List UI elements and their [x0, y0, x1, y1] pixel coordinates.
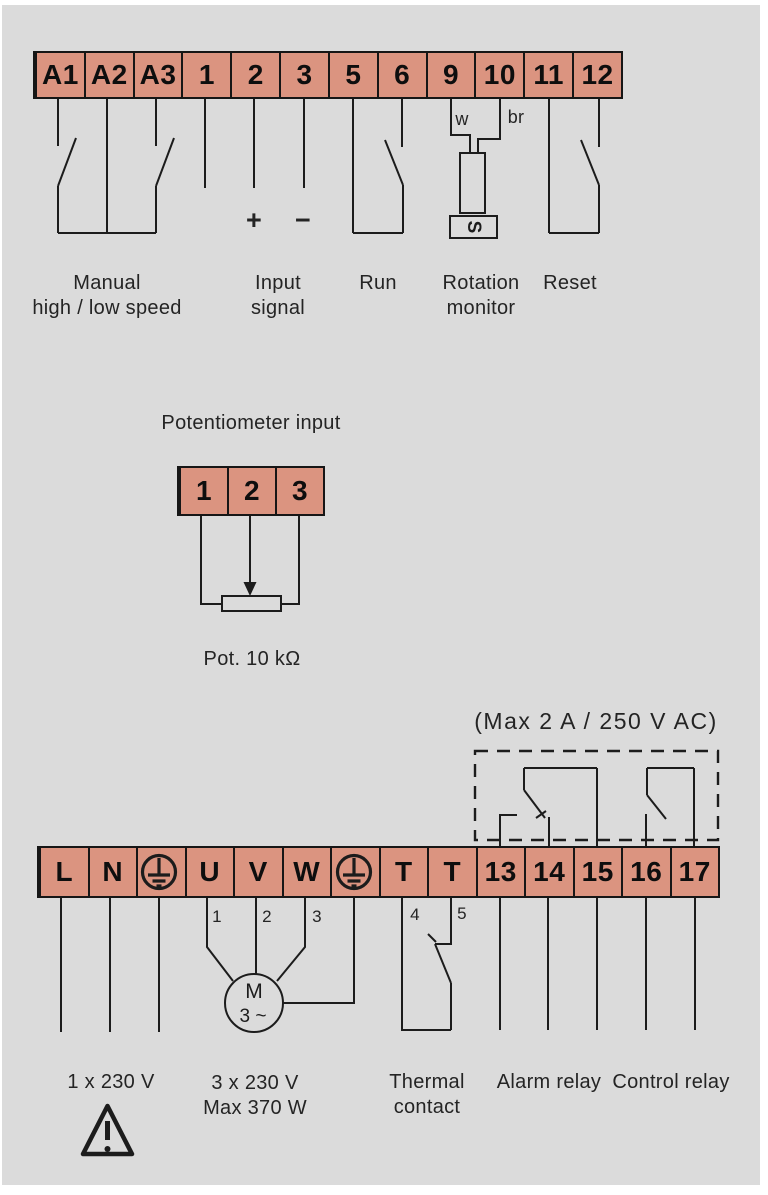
- terminal-cell: L: [39, 848, 88, 896]
- terminal-cell: A1: [35, 53, 84, 97]
- label-rotation-2: monitor: [446, 297, 516, 319]
- motor-wire-1: 1: [212, 907, 222, 926]
- label-mains: 1 x 230 V: [67, 1071, 155, 1093]
- terminal-cell: 15: [572, 848, 622, 896]
- terminal-cell: 17: [669, 848, 719, 896]
- terminal-cell: 11: [523, 53, 572, 97]
- label-alarm-relay: Alarm relay: [496, 1071, 602, 1093]
- terminal-cell: 6: [376, 53, 426, 97]
- label-run: Run: [359, 272, 397, 294]
- terminal-cell: [330, 848, 379, 896]
- terminal-cell: 3: [275, 468, 323, 514]
- label-manual: Manual: [73, 272, 141, 294]
- relay-rating-note: (Max 2 A / 250 V AC): [474, 708, 718, 734]
- label-rotation: Rotation: [442, 272, 520, 294]
- terminal-cell: A3: [132, 53, 182, 97]
- motor-wire-2: 2: [262, 907, 272, 926]
- label-thermal: Thermal: [389, 1071, 465, 1093]
- pot-title: Potentiometer input: [161, 412, 341, 434]
- terminal-cell: U: [184, 848, 234, 896]
- terminal-cell: N: [87, 848, 137, 896]
- sensor-wire-white-label: w: [455, 109, 469, 129]
- pot-caption: Pot. 10 kΩ: [203, 648, 301, 670]
- terminal-cell: 1: [179, 468, 227, 514]
- terminal-cell: 2: [227, 468, 275, 514]
- terminal-cell: V: [233, 848, 282, 896]
- label-manual-2: high / low speed: [32, 297, 182, 319]
- terminal-cell: T: [427, 848, 476, 896]
- label-reset: Reset: [543, 272, 597, 294]
- plus-sign: +: [245, 205, 263, 235]
- terminal-cell: 10: [474, 53, 523, 97]
- terminal-cell: T: [378, 848, 428, 896]
- terminal-cell: [136, 848, 185, 896]
- diagram-background: [2, 5, 760, 1185]
- terminal-cell: 12: [572, 53, 621, 97]
- terminal-cell: 3: [279, 53, 328, 97]
- terminal-cell: 1: [181, 53, 230, 97]
- terminal-cell: 16: [621, 848, 670, 896]
- label-control-relay: Control relay: [612, 1071, 730, 1093]
- motor-wire-3: 3: [312, 907, 322, 926]
- thermal-wire-5: 5: [457, 904, 467, 923]
- terminal-cell: 5: [327, 53, 377, 97]
- thermal-wire-4: 4: [410, 905, 420, 924]
- minus-sign: −: [294, 205, 312, 235]
- terminal-cell: 9: [425, 53, 475, 97]
- label-motor-power: Max 370 W: [203, 1097, 307, 1119]
- terminal-cell: A2: [83, 53, 133, 97]
- terminal-cell: 13: [475, 848, 525, 896]
- label-thermal-2: contact: [393, 1096, 461, 1118]
- label-motor-voltage: 3 x 230 V: [211, 1072, 299, 1094]
- sensor-wire-brown-label: br: [507, 107, 525, 127]
- terminal-cell: W: [281, 848, 331, 896]
- label-input-2: signal: [250, 297, 306, 319]
- label-input: Input: [255, 272, 301, 294]
- terminal-cell: 2: [230, 53, 279, 97]
- terminal-cell: 14: [524, 848, 573, 896]
